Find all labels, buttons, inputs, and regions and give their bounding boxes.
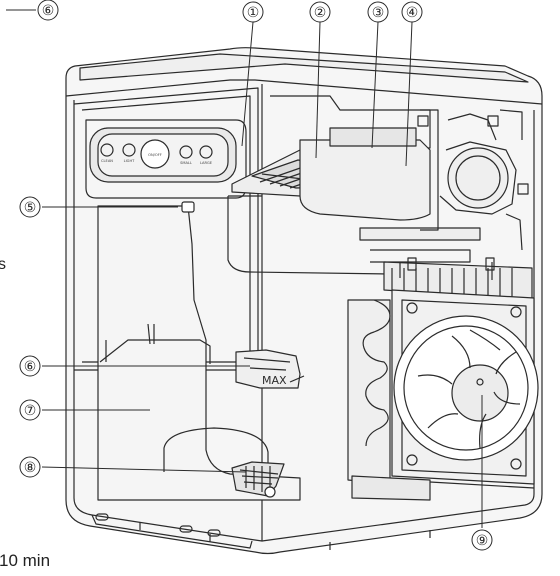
callout-3-ring	[367, 1, 389, 23]
compressor-coils	[347, 299, 535, 501]
callout-5: ⑤	[24, 200, 37, 216]
callout-2: ②	[314, 5, 327, 21]
callout-1-ring	[242, 1, 264, 23]
condenser-fan	[383, 257, 539, 485]
panel-label-clean: CLEAN	[101, 159, 113, 163]
panel-label-onoff: ON/OFF	[148, 153, 162, 157]
callout-9: ⑨	[476, 533, 489, 549]
panel-label-small: SMALL	[180, 161, 192, 165]
callout-8-ring	[19, 456, 41, 478]
callout-4: ④	[406, 5, 419, 21]
callout-6: ⑥	[24, 359, 37, 375]
callout-4-ring	[401, 1, 423, 23]
water-reservoir	[97, 205, 301, 501]
callout-2-ring	[309, 1, 331, 23]
cropped-text-left: s	[0, 256, 6, 273]
control-panel	[85, 119, 247, 199]
callout-6-top-ring	[37, 0, 59, 21]
max-mark: MAX	[262, 374, 287, 387]
callout-8: ⑧	[24, 460, 37, 476]
callout-6-ring	[19, 355, 41, 377]
leader-lines	[6, 9, 483, 528]
callout-3: ③	[372, 5, 385, 21]
ice-scoop	[231, 461, 285, 498]
max-level-indicator	[235, 349, 305, 389]
sensor-window	[181, 201, 195, 213]
cropped-text-bottom: 10 min	[0, 551, 51, 570]
callout-1: ①	[247, 5, 260, 21]
callout-7-ring	[19, 399, 41, 421]
callout-7: ⑦	[24, 403, 37, 419]
callout-6-top: ⑥	[42, 3, 55, 19]
callout-9-ring	[471, 529, 493, 551]
panel-label-light: LIGHT	[124, 159, 136, 163]
callout-5-ring	[19, 196, 41, 218]
pump-assembly	[299, 109, 529, 251]
panel-label-large: LARGE	[200, 161, 213, 165]
